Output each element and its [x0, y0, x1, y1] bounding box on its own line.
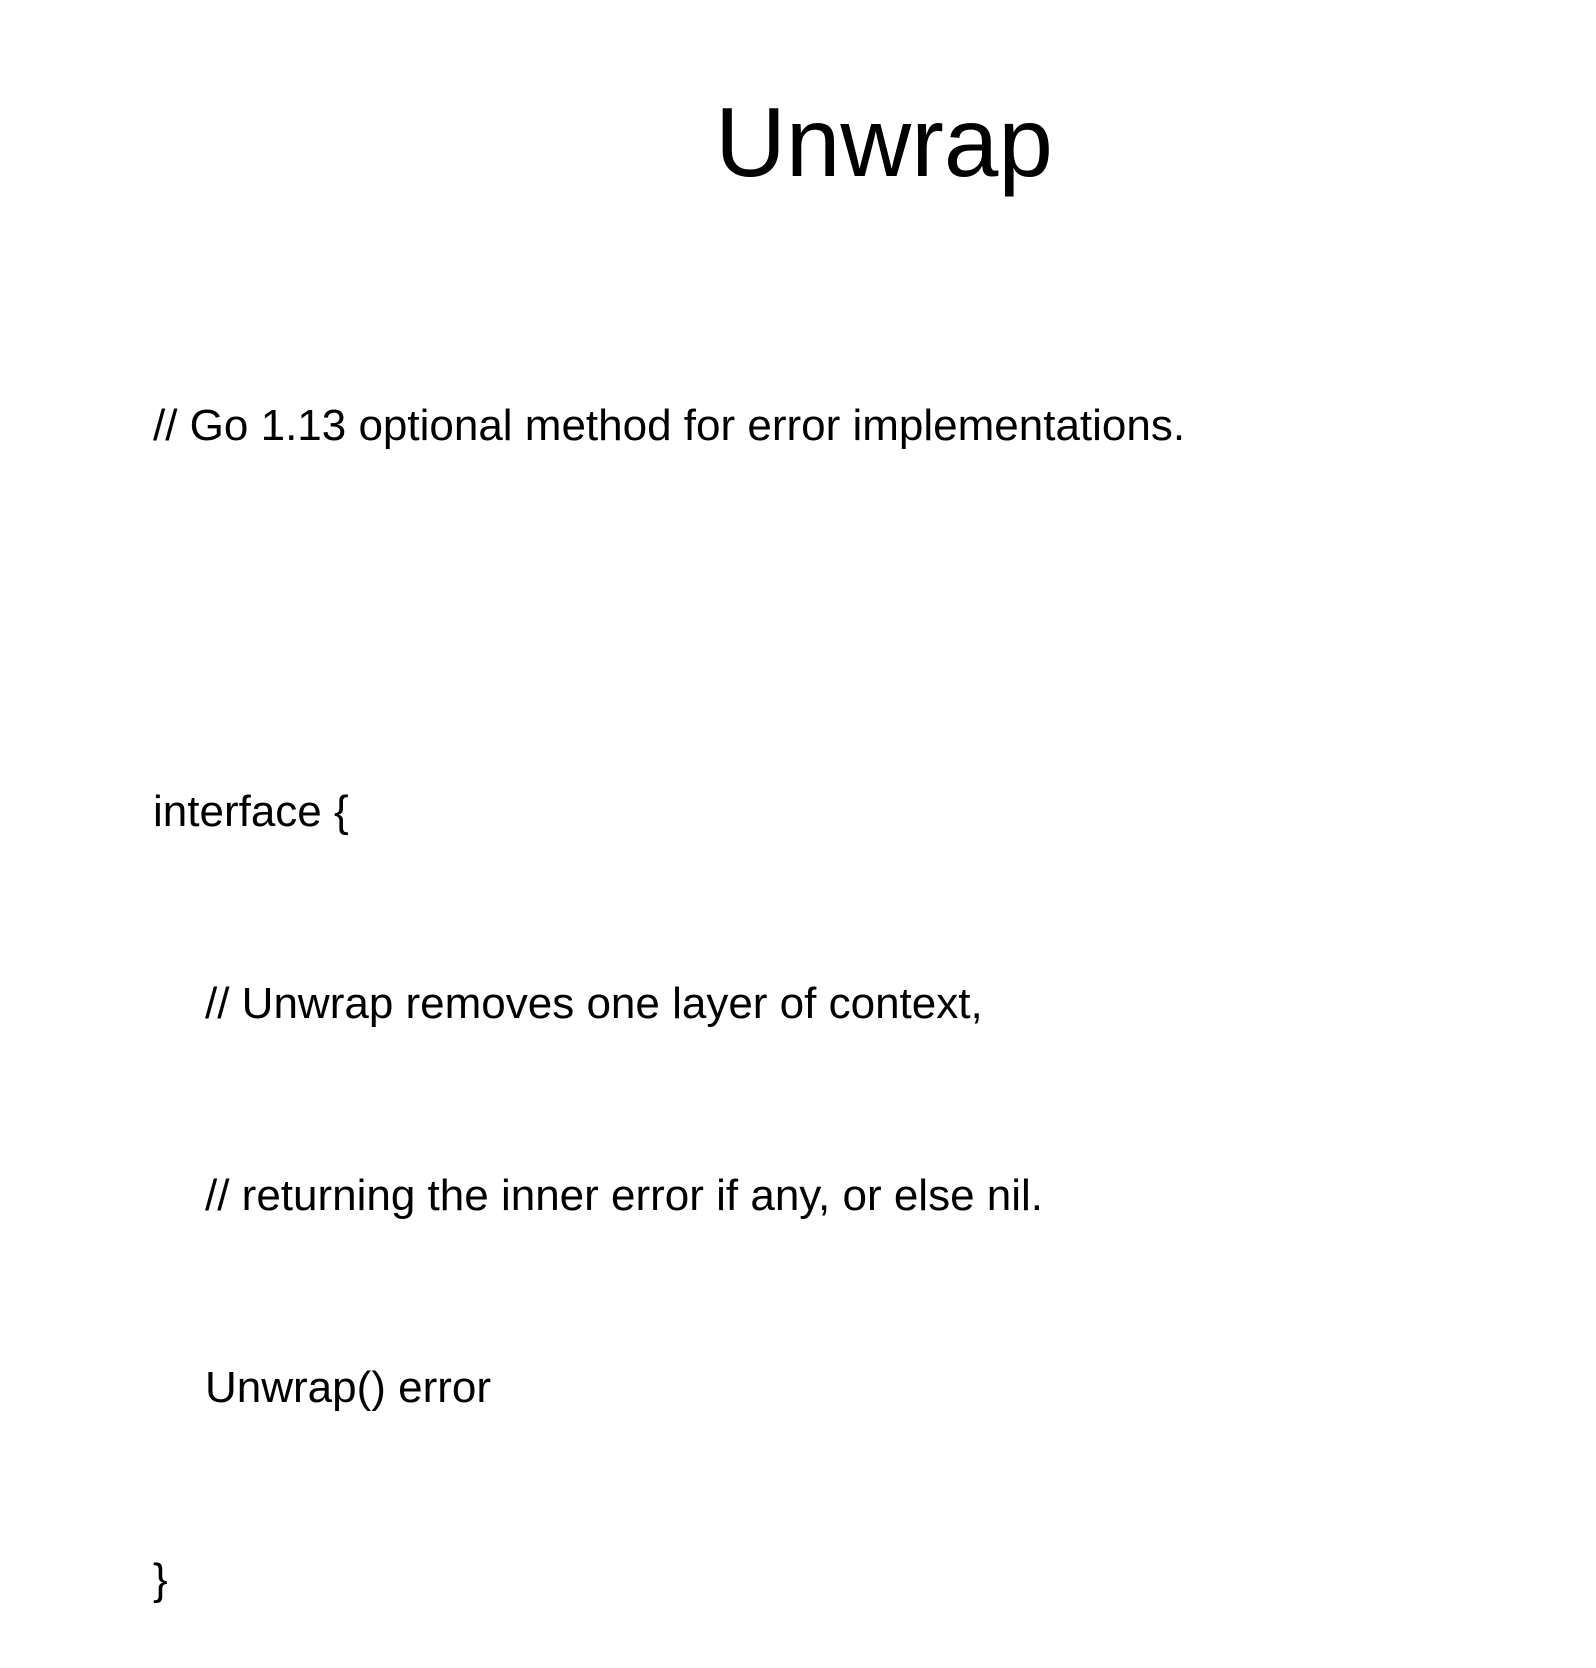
code-unwrap-method: Unwrap() error	[205, 1363, 492, 1412]
code-blank-line	[153, 586, 1185, 652]
code-comment-unwrap: // Unwrap removes one layer of context,	[205, 979, 983, 1028]
code-block: // Go 1.13 optional method for error imp…	[153, 266, 1185, 1668]
slide-title-text: Unwrap	[715, 87, 1053, 197]
code-interface-close: }	[153, 1555, 168, 1604]
slide: Unwrap // Go 1.13 optional method for er…	[0, 82, 1596, 1604]
code-comment-returning: // returning the inner error if any, or …	[205, 1171, 1044, 1220]
code-comment-go-version: // Go 1.13 optional method for error imp…	[153, 401, 1186, 450]
code-interface-open: interface {	[153, 787, 349, 836]
slide-title: Unwrap	[0, 82, 1596, 202]
